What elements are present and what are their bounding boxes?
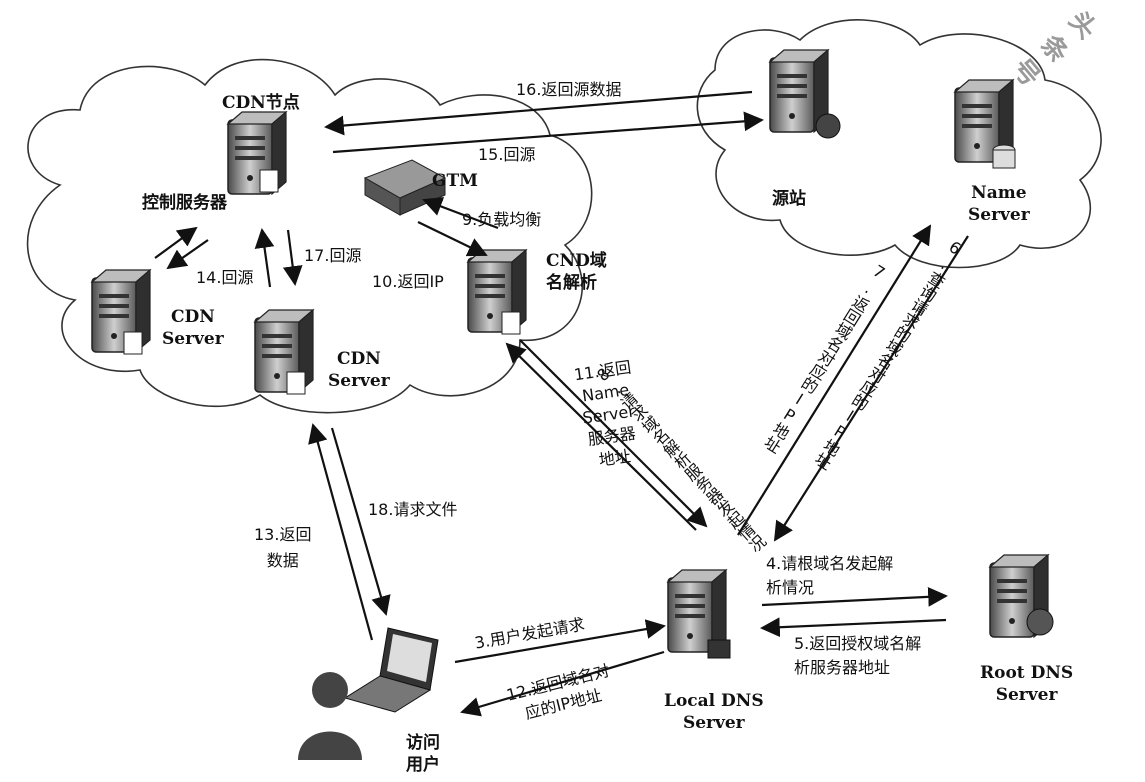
local-dns-label: Local DNS Server (664, 691, 764, 733)
control-server-label: 控制服务器 (142, 193, 227, 213)
step-9-label: 9.负载均衡 (462, 210, 542, 229)
edge-13-arrow (308, 423, 374, 641)
cnd-dns-label: CND域 名解析 (546, 251, 607, 293)
step-4-label: 4.请根域名发起解 析情况 (766, 554, 894, 597)
edge-3-arrow (454, 619, 666, 664)
edge-cdn-left-up-arrow (154, 226, 198, 259)
cdn-server-mid-label: CDN Server (328, 349, 390, 391)
edge-5-arrow (760, 617, 947, 638)
edge-18-arrow (330, 427, 391, 616)
step-16-label: 16.返回源数据 (516, 80, 622, 99)
step-14-label: 14.回源 (196, 268, 254, 287)
edge-8-arrow (519, 339, 708, 528)
edge-10-arrow (417, 221, 488, 257)
edge-12-arrow (460, 650, 665, 717)
origin-site-label: 源站 (772, 189, 806, 209)
root-dns-label: Root DNS Server (980, 663, 1074, 705)
edge-9-arrow (422, 197, 499, 230)
globe-icon (1026, 608, 1054, 636)
cdn-server-left-label: CDN Server (162, 307, 224, 349)
step-18-label: 18.请求文件 (368, 500, 458, 519)
origin-badge-icon (815, 113, 841, 139)
edge-17-arrow (282, 229, 303, 286)
cdn-node-label: CDN节点 (222, 93, 300, 113)
gtm-label: GTM (432, 171, 478, 191)
page-badge-icon (259, 169, 279, 193)
monitor-badge-icon (707, 639, 731, 659)
laptop-icon (343, 627, 439, 713)
edge-4-arrow (761, 586, 948, 607)
cdn-cloud (26, 58, 593, 414)
step-5-label: 5.返回授权域名解 析服务器地址 (794, 634, 922, 677)
edge-16-arrow (324, 90, 753, 136)
edge-6-arrow (773, 235, 969, 542)
gtm-switch-icon (363, 159, 447, 216)
edge-11-arrow (505, 342, 697, 531)
edge-7-arrow (737, 224, 932, 536)
step-15-label: 15.回源 (478, 145, 536, 164)
step-17-label: 17.回源 (304, 246, 362, 265)
step-13-label: 13.返回 数据 (254, 525, 312, 570)
name-server-label: Name Server (968, 183, 1030, 225)
edge-cdn-mid-up-arrow (254, 228, 275, 288)
edge-14-arrow (166, 239, 209, 270)
edge-15-arrow (332, 111, 764, 154)
visitor-label: 访问 用户 (406, 733, 440, 775)
user-icon (298, 672, 362, 760)
step-10-label: 10.返回IP (372, 272, 444, 291)
